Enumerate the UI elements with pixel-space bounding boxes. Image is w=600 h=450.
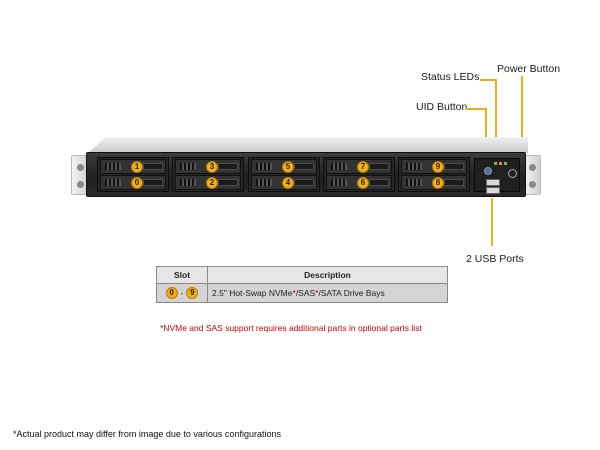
slot-range-separator: - xyxy=(180,288,184,298)
leds-leader-h xyxy=(480,79,497,81)
drive-latch[interactable] xyxy=(294,179,314,186)
drive-bay[interactable]: 2 xyxy=(175,175,241,190)
slot-number-badge: 8 xyxy=(432,177,444,189)
power-button[interactable] xyxy=(508,169,517,178)
usb-ports-label: 2 USB Ports xyxy=(466,253,524,265)
slot-number-badge: 3 xyxy=(206,161,218,173)
slot-number-badge: 2 xyxy=(206,177,218,189)
drive-latch[interactable] xyxy=(143,179,163,186)
slot-number-badge: 4 xyxy=(282,177,294,189)
slot-description-table: Slot Description 0-9 2.5" Hot-Swap NVMe*… xyxy=(156,266,448,303)
usb-port[interactable] xyxy=(486,187,500,194)
vent-grille xyxy=(256,163,272,170)
slot-start-badge: 0 xyxy=(165,287,178,299)
drive-latch[interactable] xyxy=(294,163,314,170)
ear-hole xyxy=(529,181,536,188)
control-panel xyxy=(474,158,520,192)
nvme-sas-footnote: *NVMe and SAS support requires additiona… xyxy=(160,323,422,333)
sas-asterisk: * xyxy=(315,288,319,298)
slot-number-badge: 6 xyxy=(357,177,369,189)
bay-group: 7 6 xyxy=(323,157,395,192)
slot-number-badge: 0 xyxy=(131,177,143,189)
slot-range-cell: 0-9 xyxy=(156,283,208,303)
leds-leader-v xyxy=(495,79,497,164)
drive-bay[interactable]: 7 xyxy=(326,159,392,174)
description-part-b: /SAS xyxy=(295,288,316,298)
ear-hole xyxy=(77,181,84,188)
vent-grille xyxy=(406,163,422,170)
slot-number-badge: 5 xyxy=(282,161,294,173)
bay-group: 9 8 xyxy=(398,157,470,192)
nvme-asterisk: * xyxy=(292,288,296,298)
product-disclaimer: *Actual product may differ from image du… xyxy=(13,429,281,439)
vent-grille xyxy=(180,179,196,186)
ear-hole xyxy=(77,164,84,171)
drive-bay[interactable]: 5 xyxy=(251,159,317,174)
table-row: 0-9 2.5" Hot-Swap NVMe*/SAS*/SATA Drive … xyxy=(156,283,448,303)
header-description: Description xyxy=(207,266,448,284)
uid-button-label: UID Button xyxy=(416,101,468,113)
header-slot: Slot xyxy=(156,266,208,284)
drive-bay[interactable]: 4 xyxy=(251,175,317,190)
drive-latch[interactable] xyxy=(369,163,389,170)
vent-grille xyxy=(180,163,196,170)
vent-grille xyxy=(256,179,272,186)
vent-grille xyxy=(331,179,347,186)
uid-button[interactable] xyxy=(484,167,492,175)
drive-latch[interactable] xyxy=(218,163,238,170)
drive-bay[interactable]: 8 xyxy=(401,175,467,190)
slot-number-badge: 7 xyxy=(357,161,369,173)
power-leader-v xyxy=(521,76,523,174)
bay-group: 3 2 xyxy=(172,157,244,192)
vent-grille xyxy=(105,179,121,186)
description-cell: 2.5" Hot-Swap NVMe*/SAS*/SATA Drive Bays xyxy=(207,283,448,303)
slot-number-badge: 1 xyxy=(131,161,143,173)
vent-grille xyxy=(331,163,347,170)
drive-latch[interactable] xyxy=(218,179,238,186)
power-button-label: Power Button xyxy=(497,63,561,75)
uid-leader-v xyxy=(485,108,487,165)
drive-latch[interactable] xyxy=(444,163,464,170)
slot-end-badge: 9 xyxy=(186,287,199,299)
uid-leader-h xyxy=(466,108,486,110)
drive-bay[interactable]: 6 xyxy=(326,175,392,190)
drive-bay[interactable]: 9 xyxy=(401,159,467,174)
usb-port[interactable] xyxy=(486,179,500,186)
drive-bay[interactable]: 1 xyxy=(100,159,166,174)
drive-latch[interactable] xyxy=(369,179,389,186)
vent-grille xyxy=(406,179,422,186)
usb-leader-v xyxy=(491,198,493,246)
bay-group: 1 0 xyxy=(97,157,169,192)
status-led xyxy=(499,162,502,165)
slot-number-badge: 9 xyxy=(432,161,444,173)
bay-group: 5 4 xyxy=(248,157,320,192)
status-leds-label: Status LEDs xyxy=(421,71,480,83)
ear-hole xyxy=(529,164,536,171)
drive-latch[interactable] xyxy=(444,179,464,186)
chassis-top xyxy=(88,137,528,153)
drive-bay[interactable]: 0 xyxy=(100,175,166,190)
vent-grille xyxy=(105,163,121,170)
status-led xyxy=(494,162,497,165)
status-led xyxy=(504,162,507,165)
description-part-a: 2.5" Hot-Swap NVMe xyxy=(212,288,293,298)
drive-bay[interactable]: 3 xyxy=(175,159,241,174)
description-part-c: /SATA Drive Bays xyxy=(318,288,385,298)
table-header-row: Slot Description xyxy=(156,266,448,284)
drive-latch[interactable] xyxy=(143,163,163,170)
